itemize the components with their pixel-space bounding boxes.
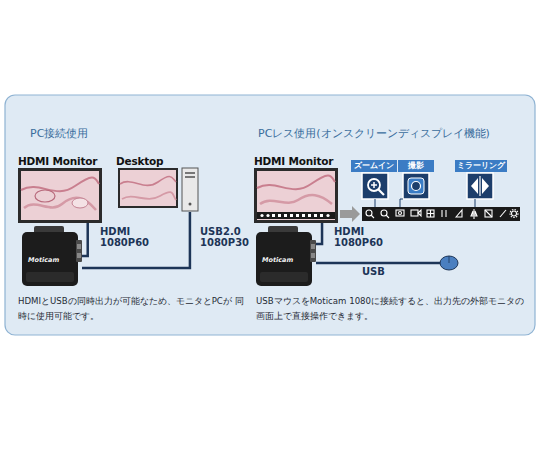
leader-line bbox=[375, 199, 475, 207]
cable-line bbox=[316, 223, 322, 244]
node-heading: HDMI Monitor bbox=[254, 155, 333, 167]
cable-line bbox=[82, 223, 88, 256]
camera-box: Moticam bbox=[256, 226, 316, 286]
section-heading: PC接続使用 bbox=[30, 126, 88, 141]
mouse-symbol bbox=[440, 256, 458, 270]
signal-label: HDMI 1080P60 bbox=[100, 226, 149, 248]
cable-line bbox=[82, 212, 190, 268]
callout-label: 撮影 bbox=[398, 160, 434, 172]
monitor-illustration bbox=[254, 168, 338, 223]
camera-illustration bbox=[22, 226, 82, 286]
signal-label: HDMI 1080P60 bbox=[334, 226, 383, 248]
brand-logo: Moticam bbox=[262, 256, 293, 264]
brand-logo: Moticam bbox=[28, 256, 59, 264]
icon-box bbox=[362, 173, 388, 199]
toolbar-strip bbox=[362, 207, 520, 221]
callout-label: ズームイン bbox=[351, 160, 397, 172]
note-text: USBマウスをMoticam 1080に接続すると、出力先の外部モニタの 画面上… bbox=[256, 294, 528, 324]
callout-box: ズームイン bbox=[351, 160, 397, 200]
camera-box: Moticam bbox=[22, 226, 82, 286]
monitor-illustration bbox=[18, 168, 102, 223]
gray-arrow bbox=[340, 206, 360, 222]
camera-illustration bbox=[256, 226, 316, 286]
note-text: HDMIとUSBの同時出力が可能なため、モニタとPCが 同時に使用可能です。 bbox=[18, 294, 246, 324]
signal-name: USB bbox=[362, 266, 385, 277]
monitor-box: HDMI Monitor bbox=[18, 155, 102, 223]
usb-cable bbox=[316, 262, 441, 265]
callout-label: ミラーリング bbox=[455, 160, 507, 172]
monitor-box: HDMI Monitor bbox=[254, 155, 338, 223]
callout-box: ミラーリング bbox=[455, 160, 507, 200]
node-heading: HDMI Monitor bbox=[18, 155, 97, 167]
desktop-illustration bbox=[118, 168, 198, 211]
panel bbox=[5, 95, 535, 335]
desktop-box: Desktop bbox=[116, 155, 200, 212]
icon-box bbox=[403, 173, 429, 199]
section-heading: PCレス使用(オンスクリーンディスプレイ機能) bbox=[258, 126, 490, 141]
node-heading: Desktop bbox=[116, 155, 163, 167]
callout-box: 撮影 bbox=[398, 160, 434, 200]
signal-label: USB2.0 1080P30 bbox=[200, 226, 249, 248]
icon-box bbox=[467, 173, 493, 199]
